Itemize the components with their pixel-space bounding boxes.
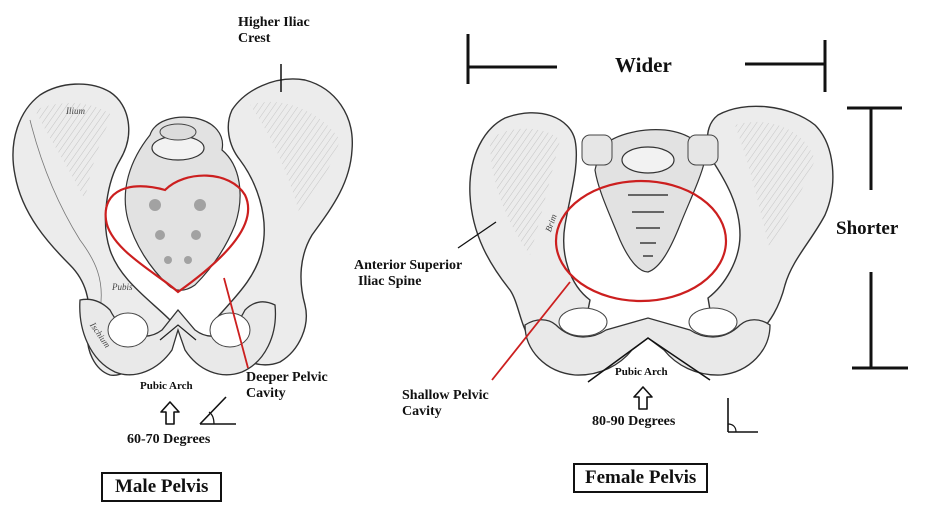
asis-line-2: Iliac Spine [358, 274, 422, 290]
wider-label: Wider [615, 53, 672, 77]
pubis-bone-label: Pubis [112, 282, 133, 292]
deeper-pelvic-line-1: Deeper Pelvic [246, 370, 328, 385]
deeper-cavity-pointer [223, 277, 249, 369]
higher-iliac-crest-line-2: Crest [238, 31, 271, 47]
female-sacrum [594, 129, 706, 273]
shallow-pelvic-line-1: Shallow Pelvic [402, 388, 489, 403]
male-inlet-outline [104, 174, 250, 294]
female-right-angle-symbol [727, 398, 758, 433]
shorter-label: Shorter [836, 218, 899, 239]
shallow-pelvic-line-2: Cavity [402, 404, 442, 420]
male-up-arrow-icon [160, 401, 180, 425]
ilium-bone-label: Ilium [66, 106, 85, 116]
deeper-pelvic-line-2: Cavity [246, 386, 286, 402]
shallow-cavity-pointer [491, 281, 571, 381]
asis-line-1: Anterior Superior [354, 258, 463, 273]
asis-label: Anterior Superior Iliac Spine [354, 258, 462, 290]
higher-iliac-crest-line-1: Higher Iliac [238, 15, 310, 30]
male-degrees-label: 60-70 Degrees [127, 432, 211, 447]
female-pubic-region [524, 317, 771, 376]
female-up-arrow-icon [633, 386, 653, 410]
male-angle-symbol [199, 396, 236, 425]
asis-pointer [457, 221, 497, 249]
deeper-pelvic-cavity-label: Deeper Pelvic Cavity [246, 370, 328, 402]
shallow-pelvic-cavity-label: Shallow Pelvic Cavity [402, 388, 489, 420]
female-pelvis-title: Female Pelvis [573, 463, 709, 493]
female-inlet-outline [554, 179, 728, 303]
male-pelvis-title: Male Pelvis [101, 472, 223, 502]
female-pubic-arch-label: Pubic Arch [615, 366, 668, 378]
female-degrees-label: 80-90 Degrees [592, 414, 676, 429]
higher-iliac-crest-label: Higher Iliac Crest [238, 15, 310, 47]
male-pubic-arch-label: Pubic Arch [140, 380, 193, 392]
wider-dimension-bar [466, 34, 827, 92]
male-pelvis-drawing [12, 78, 353, 376]
female-pelvis-drawing [469, 105, 834, 383]
shorter-dimension-bar [847, 106, 908, 370]
